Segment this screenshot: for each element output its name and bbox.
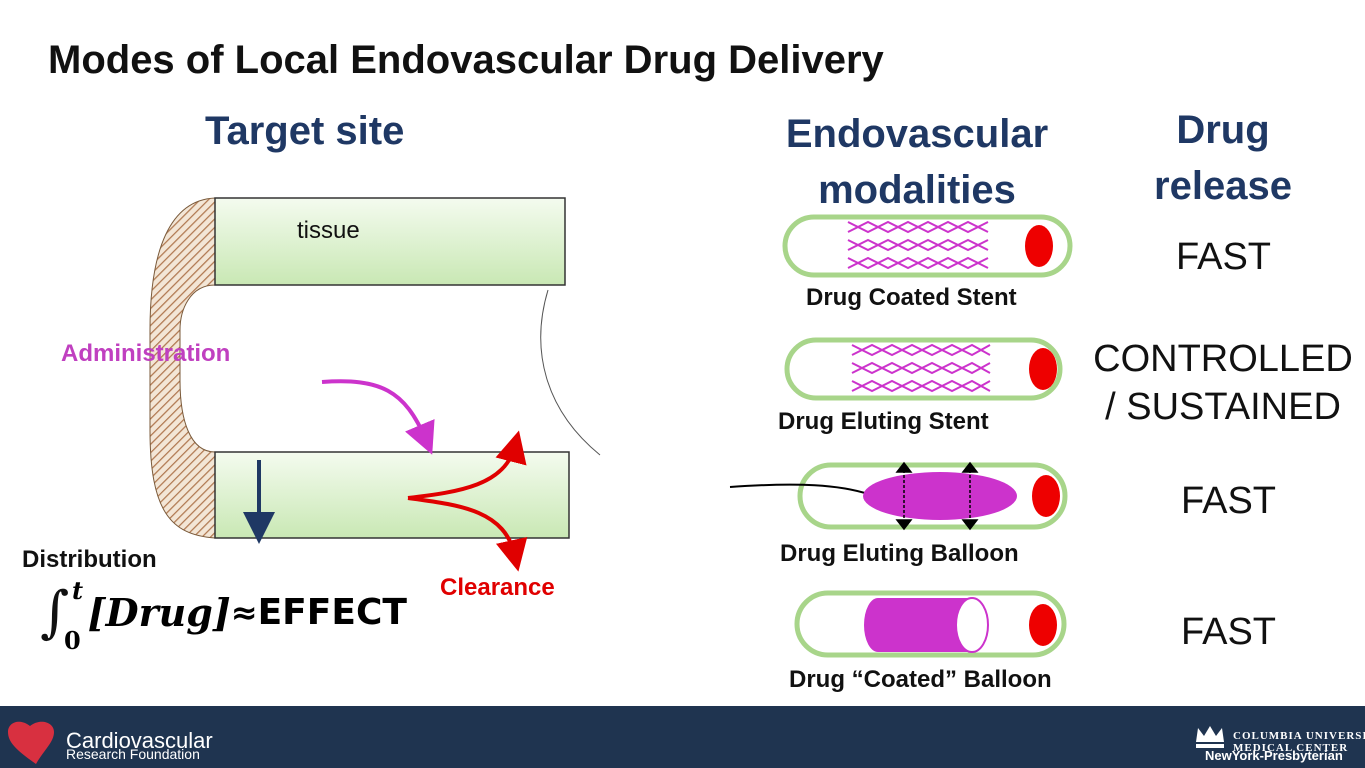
vessel-wall	[149, 197, 216, 539]
modality-label-dcs: Drug Coated Stent	[806, 284, 1017, 311]
des-red-tip	[1029, 348, 1057, 390]
administration-arrow	[321, 379, 435, 455]
clearance-arrow-up	[407, 430, 527, 500]
deb-expansion-arrows	[895, 461, 979, 531]
des-stent-mesh	[851, 343, 991, 393]
integral-upper-limit: t	[72, 576, 84, 605]
clearance-label: Clearance	[440, 574, 555, 601]
release-deb: FAST	[1181, 480, 1277, 522]
slide-title: Modes of Local Endovascular Drug Deliver…	[48, 38, 884, 82]
clearance-arrow-down	[407, 496, 528, 572]
deb-red-tip	[1032, 475, 1060, 517]
dcs-red-tip	[1025, 225, 1053, 267]
crf-name: Cardiovascular	[66, 728, 213, 753]
footer-bar	[0, 706, 1365, 768]
formula-effect: EFFECT	[257, 592, 407, 633]
administration-label: Administration	[61, 340, 231, 367]
modality-label-des: Drug Eluting Stent	[778, 408, 989, 435]
dcb-red-tip	[1029, 604, 1057, 646]
target-site-header: Target site	[205, 109, 405, 153]
drug-release-header: Drug release	[1138, 102, 1308, 214]
release-des: CONTROLLED / SUSTAINED	[1087, 335, 1359, 431]
cumc-crown-icon	[1196, 726, 1224, 748]
effect-formula: ∫ t 0 [Drug]≈EFFECT	[40, 576, 407, 655]
deb-balloon	[863, 472, 1017, 520]
endovascular-header-line1: Endovascular	[785, 112, 1049, 156]
cumc-line1: COLUMBIA UNIVERSITY	[1233, 730, 1365, 742]
integral-sign: ∫	[40, 580, 70, 645]
formula-expression: [Drug]	[87, 590, 231, 635]
dcb-balloon-end	[955, 597, 989, 653]
drug-release-header-line1: Drug	[1176, 108, 1270, 152]
integral-lower-limit: 0	[64, 626, 81, 655]
release-dcs: FAST	[1176, 236, 1272, 278]
modality-label-deb: Drug Eluting Balloon	[780, 540, 1019, 567]
nyp-logo-text: NewYork-Presbyterian	[1205, 748, 1343, 763]
formula-approx: ≈	[230, 593, 258, 632]
distribution-label: Distribution	[22, 546, 157, 573]
cumc-line2: MEDICAL CENTER	[1233, 742, 1349, 754]
vessel-curve	[540, 289, 601, 456]
footer-logos	[8, 721, 1224, 764]
endovascular-header: Endovascular modalities	[762, 106, 1072, 218]
deb-guidewire	[729, 483, 869, 495]
lower-tissue-block	[214, 451, 570, 539]
release-des-line2: / SUSTAINED	[1105, 386, 1341, 428]
crf-heart-icon	[8, 721, 54, 764]
crf-subtitle: Research Foundation	[66, 746, 200, 762]
endovascular-header-line2: modalities	[818, 168, 1016, 212]
drug-release-header-line2: release	[1154, 164, 1292, 208]
dcs-stent-mesh	[847, 220, 989, 270]
dcb-balloon	[864, 598, 970, 652]
modality-label-dcb: Drug “Coated” Balloon	[789, 666, 1052, 693]
release-des-line1: CONTROLLED	[1093, 338, 1353, 380]
tissue-label: tissue	[297, 217, 360, 244]
upper-tissue-block	[214, 197, 566, 286]
dcs-vessel-tube	[782, 214, 1073, 278]
release-dcb: FAST	[1181, 611, 1277, 653]
